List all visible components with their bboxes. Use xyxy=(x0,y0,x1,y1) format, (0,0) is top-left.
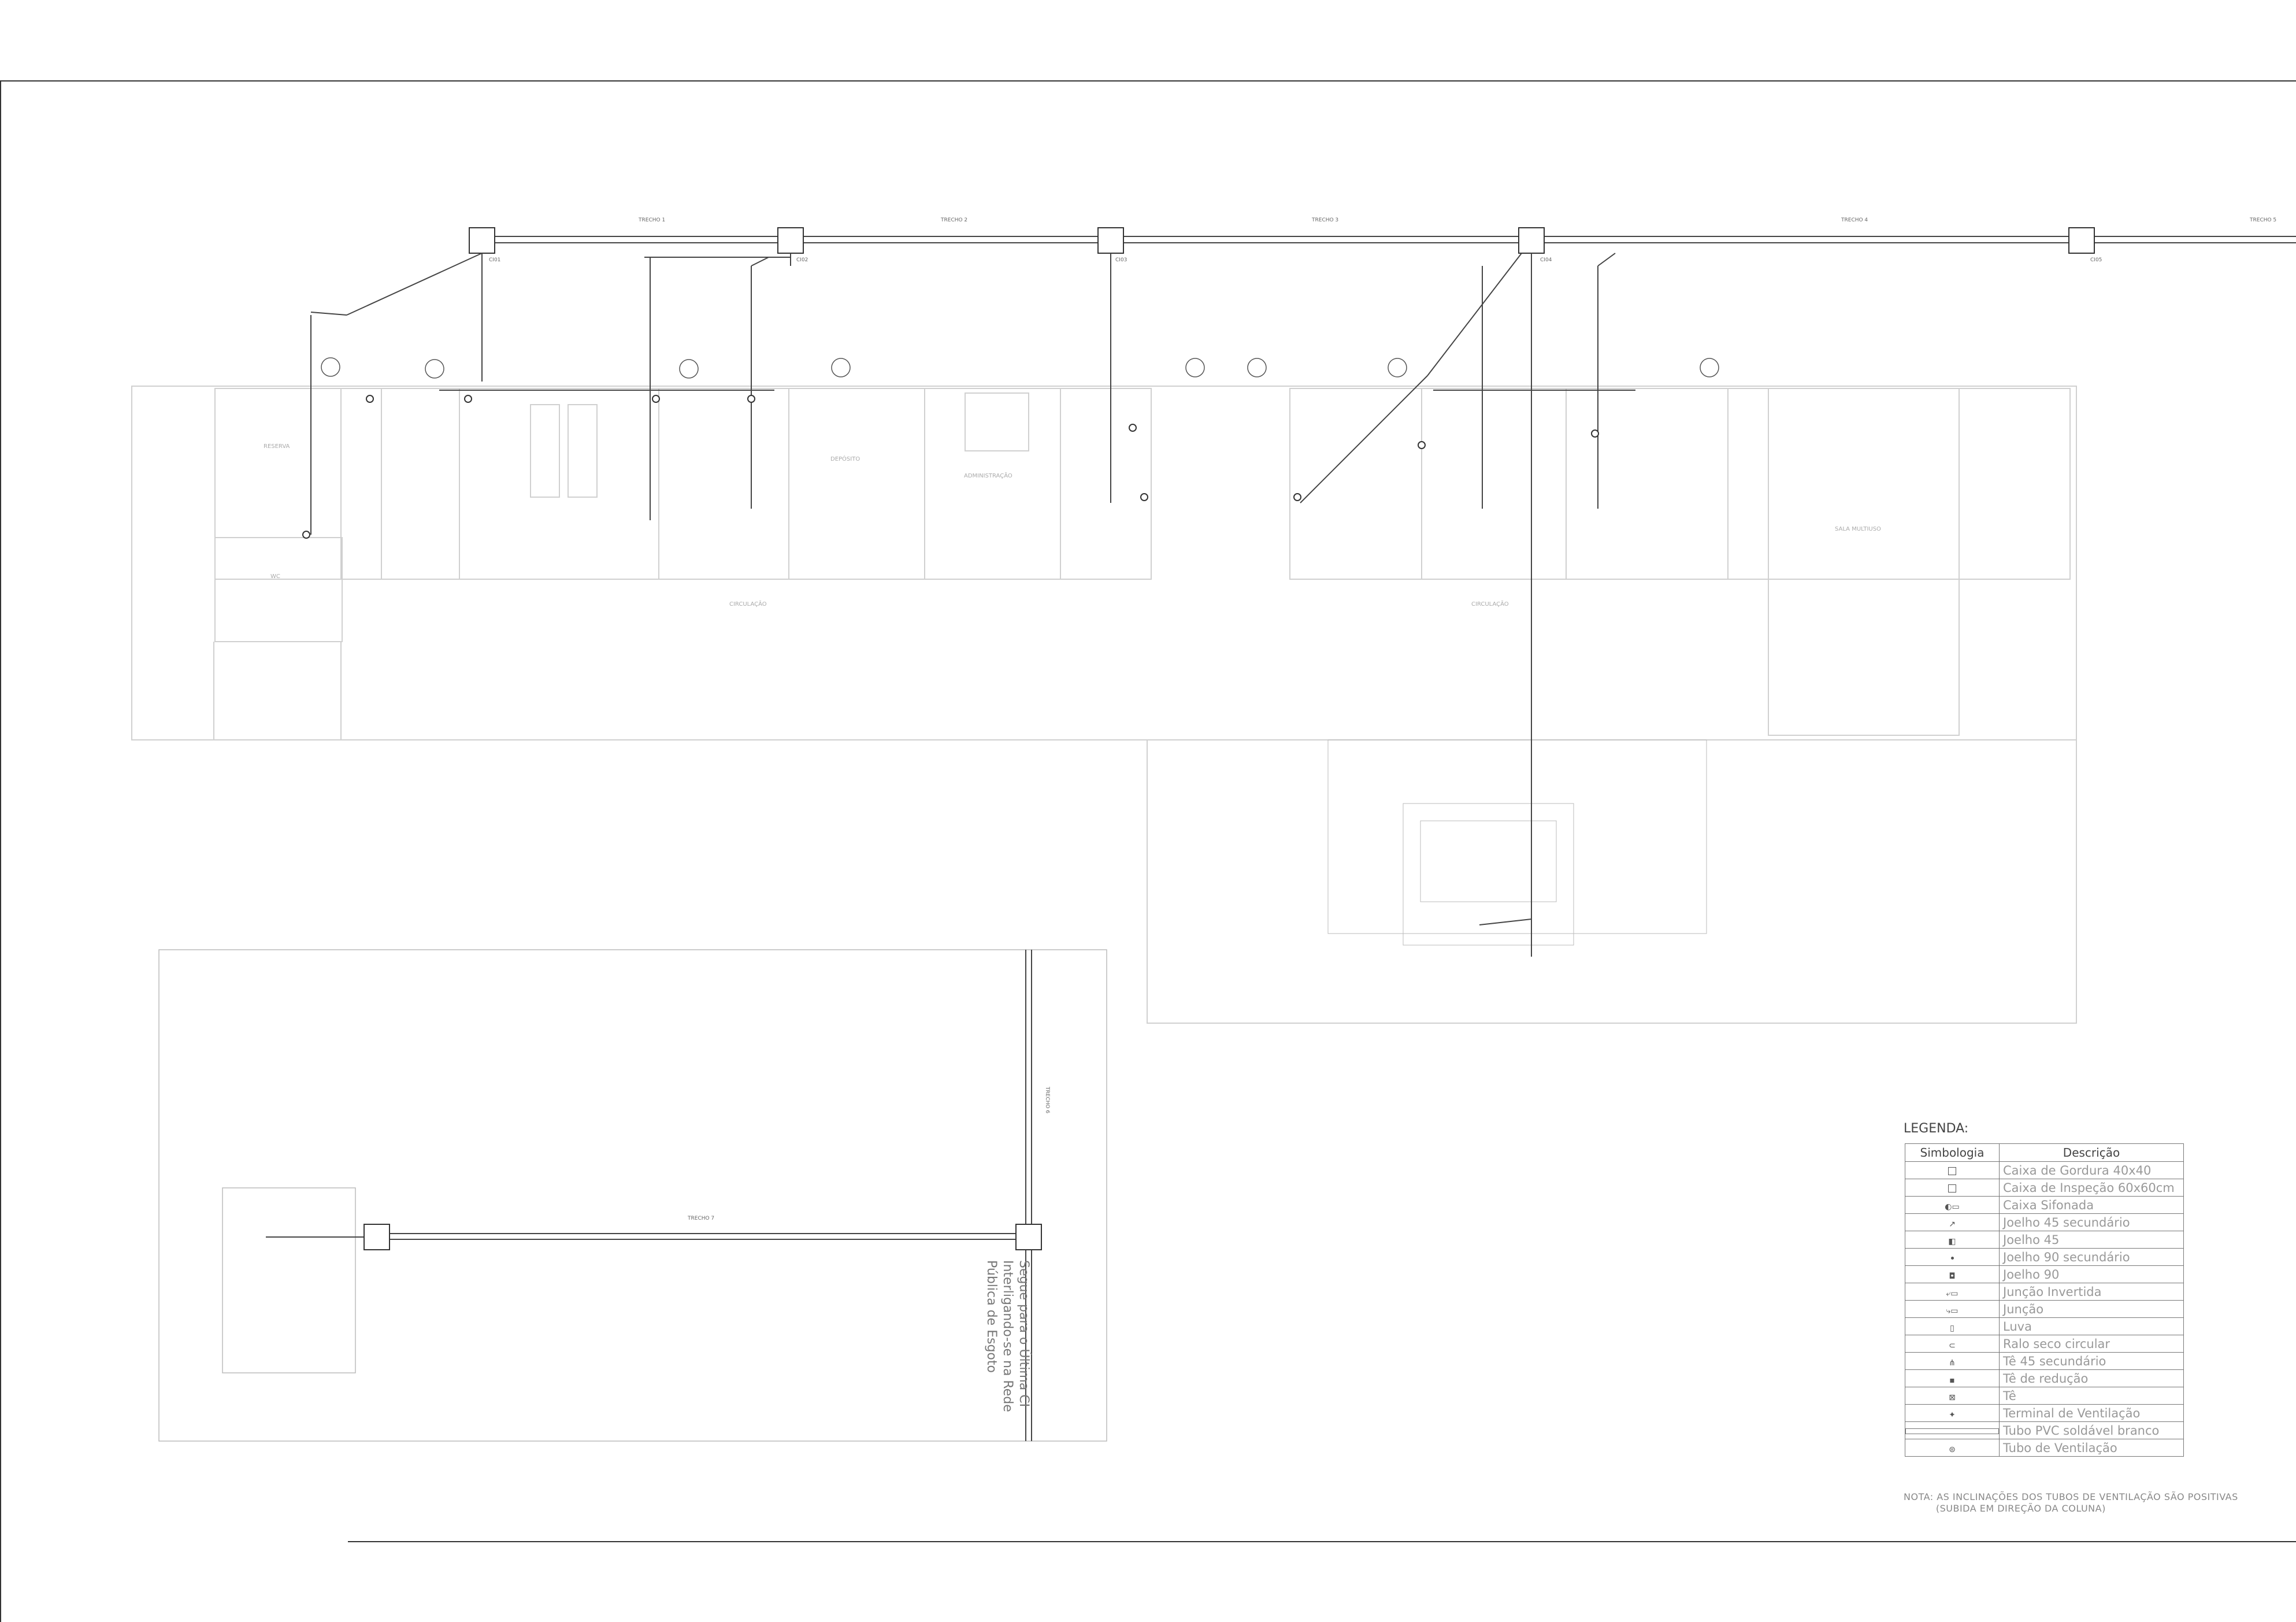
fittings xyxy=(302,395,1599,539)
destino-line-2: Interligando-se na Rede xyxy=(1000,1260,1015,1412)
room-administracao: ADMINISTRAÇÃO xyxy=(964,472,1012,479)
legend-row: ↗Joelho 45 secundário xyxy=(1905,1213,2184,1231)
legend-row: ▯Luva xyxy=(1905,1317,2184,1335)
vent-pipe-icon: ⊜ xyxy=(1949,1445,1956,1454)
legend-row: ⋔Tê 45 secundário xyxy=(1905,1352,2184,1370)
elbow-45-secondary-icon: ↗ xyxy=(1949,1219,1956,1229)
legend-row: ◐▭Caixa Sifonada xyxy=(1905,1196,2184,1214)
detail-pipes xyxy=(266,950,1032,1441)
junction-icon: ⤷▭ xyxy=(1946,1306,1959,1316)
main-collector-pipe xyxy=(484,236,2296,243)
ci03-label: CI03 xyxy=(1115,257,1127,263)
drawing-labels: TRECHO 1 TRECHO 2 TRECHO 3 TRECHO 4 TREC… xyxy=(489,217,2276,1221)
room-circulacao-2: CIRCULAÇÃO xyxy=(1471,600,1509,608)
legend-title: LEGENDA: xyxy=(1904,1121,1969,1136)
legend-row: ⊜Tubo de Ventilação xyxy=(1905,1439,2184,1457)
inspection-box-ci03 xyxy=(1097,227,1124,254)
siphon-box-icon: ◐▭ xyxy=(1945,1202,1960,1212)
inspection-box-ci04 xyxy=(1518,227,1545,254)
round-dry-drain-icon: ⊂ xyxy=(1949,1340,1956,1350)
legend-row: Tubo PVC soldável branco xyxy=(1905,1421,2184,1439)
tee-45-secondary-icon: ⋔ xyxy=(1949,1358,1956,1368)
pvc-pipe-icon xyxy=(1905,1428,1999,1434)
trecho-3-label: TRECHO 3 xyxy=(1311,217,1338,223)
legend-row: Joelho 90 secundário xyxy=(1905,1248,2184,1266)
trecho-7-label: TRECHO 7 xyxy=(687,1216,714,1221)
legend-row: ⤷▭Junção xyxy=(1905,1300,2184,1318)
legend-row: ⊠Tê xyxy=(1905,1387,2184,1405)
elbow-90-icon: ◘ xyxy=(1949,1271,1956,1281)
ci04-label: CI04 xyxy=(1540,257,1552,263)
room-labels: RESERVA DEPÓSITO WC ADMINISTRAÇÃO SALA M… xyxy=(264,443,1881,608)
room-wc: WC xyxy=(270,573,280,580)
room-sala-multiuso: SALA MULTIUSO xyxy=(1835,526,1881,532)
inspection-box-ci02 xyxy=(777,227,804,254)
legend-header-symbol: Simbologia xyxy=(1905,1143,2000,1162)
legend-row: ⊂Ralo seco circular xyxy=(1905,1335,2184,1353)
detail-boxes xyxy=(363,1224,1042,1250)
sheet-frame xyxy=(0,80,2296,1622)
legend-row: ⤶▭Junção Invertida xyxy=(1905,1283,2184,1301)
detail-frame xyxy=(158,949,1107,1442)
elbow-45-icon: ◧ xyxy=(1948,1236,1956,1246)
inspection-box-ci01 xyxy=(469,227,495,254)
tee-icon: ⊠ xyxy=(1949,1393,1956,1402)
ci02-label: CI02 xyxy=(796,257,808,263)
deck-area xyxy=(1327,739,1707,946)
legend-row: ✦Terminal de Ventilação xyxy=(1905,1404,2184,1422)
destino-line-1: Segue para o Última CI xyxy=(1017,1260,1032,1407)
destino-note: Segue para o Última CI Interligando-se n… xyxy=(984,1260,1032,1412)
grease-box-icon xyxy=(1948,1167,1956,1175)
trecho-4-label: TRECHO 4 xyxy=(1841,217,1868,223)
trecho-6-label: TRECHO 6 xyxy=(1044,1086,1050,1113)
branch-pipes xyxy=(310,253,1635,957)
trecho-2-label: TRECHO 2 xyxy=(940,217,967,223)
ci01-label: CI01 xyxy=(489,257,500,263)
legend-row: ◧Joelho 45 xyxy=(1905,1231,2184,1249)
inspection-box-ci05 xyxy=(2068,227,2095,254)
trecho-1-label: TRECHO 1 xyxy=(638,217,665,223)
destino-line-3: Pública de Esgoto xyxy=(984,1260,999,1373)
ventilation-note: NOTA: AS INCLINAÇÕES DOS TUBOS DE VENTIL… xyxy=(1904,1491,2238,1514)
legend-table: Simbologia Descrição Caixa de Gordura 40… xyxy=(1905,1143,2184,1457)
legend-row: ▪Tê de redução xyxy=(1905,1369,2184,1387)
trecho-5-label: TRECHO 5 xyxy=(2249,217,2276,223)
inspection-box-icon xyxy=(1948,1184,1956,1193)
ci05-label: CI05 xyxy=(2090,257,2102,263)
inverted-junction-icon: ⤶▭ xyxy=(1946,1288,1959,1298)
room-reserva: RESERVA xyxy=(264,443,290,450)
legend-header-description: Descrição xyxy=(1999,1143,2184,1162)
sleeve-icon: ▯ xyxy=(1950,1323,1954,1333)
floor-plan xyxy=(131,386,2077,1024)
room-circulacao-1: CIRCULAÇÃO xyxy=(729,600,767,608)
legend-row: ◘Joelho 90 xyxy=(1905,1265,2184,1283)
inspection-boxes xyxy=(469,227,2095,254)
elbow-90-secondary-icon xyxy=(1950,1256,1954,1260)
vent-terminal-icon: ✦ xyxy=(1949,1410,1956,1420)
vent-terminals xyxy=(321,357,1719,379)
reducing-tee-icon: ▪ xyxy=(1949,1375,1955,1385)
legend-row: Caixa de Gordura 40x40 xyxy=(1905,1161,2184,1179)
legend-row: Caixa de Inspeção 60x60cm xyxy=(1905,1179,2184,1197)
room-deposito: DEPÓSITO xyxy=(830,455,860,462)
